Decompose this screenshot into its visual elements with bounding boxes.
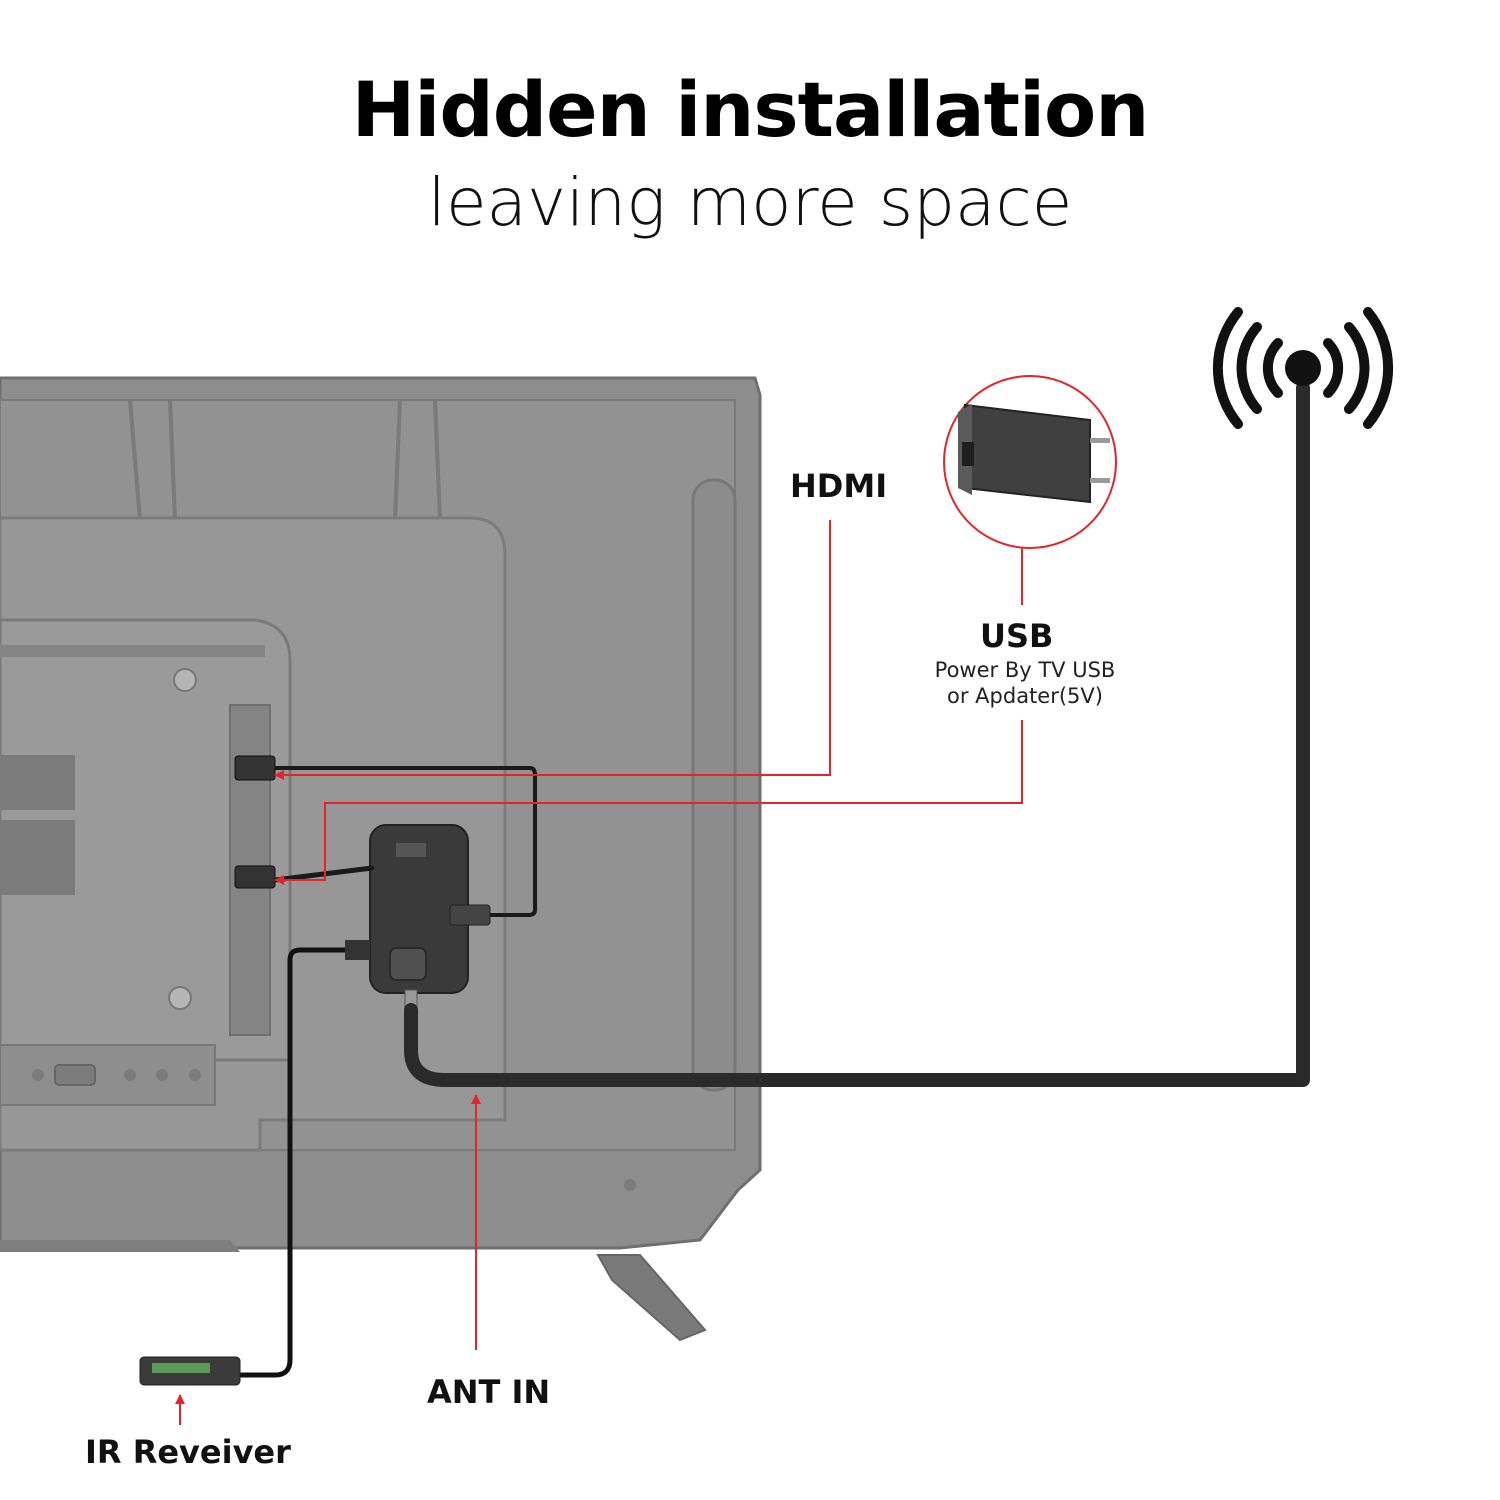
cables	[234, 381, 1310, 1378]
antenna-broadcast-icon	[1212, 307, 1394, 429]
hdmi-label: HDMI	[790, 467, 888, 505]
receiver-box	[369, 824, 469, 1009]
usb-note-line-1: Power By TV USB	[934, 658, 1116, 682]
usb-note-line-2: or Apdater(5V)	[947, 684, 1103, 709]
ir-receiver-device	[139, 1356, 241, 1386]
ant-in-label: ANT IN	[427, 1373, 551, 1411]
callout-lines	[175, 520, 1023, 1425]
usb-power-adapter-icon	[943, 375, 1117, 549]
usb-label: USB	[980, 617, 1054, 655]
usb-note: Power By TV USB or Apdater(5V)	[925, 657, 1125, 710]
page-subtitle: leaving more space	[427, 164, 1073, 241]
page-title: Hidden installation	[351, 65, 1150, 154]
ir-receiver-label: IR Reveiver	[85, 1433, 291, 1471]
